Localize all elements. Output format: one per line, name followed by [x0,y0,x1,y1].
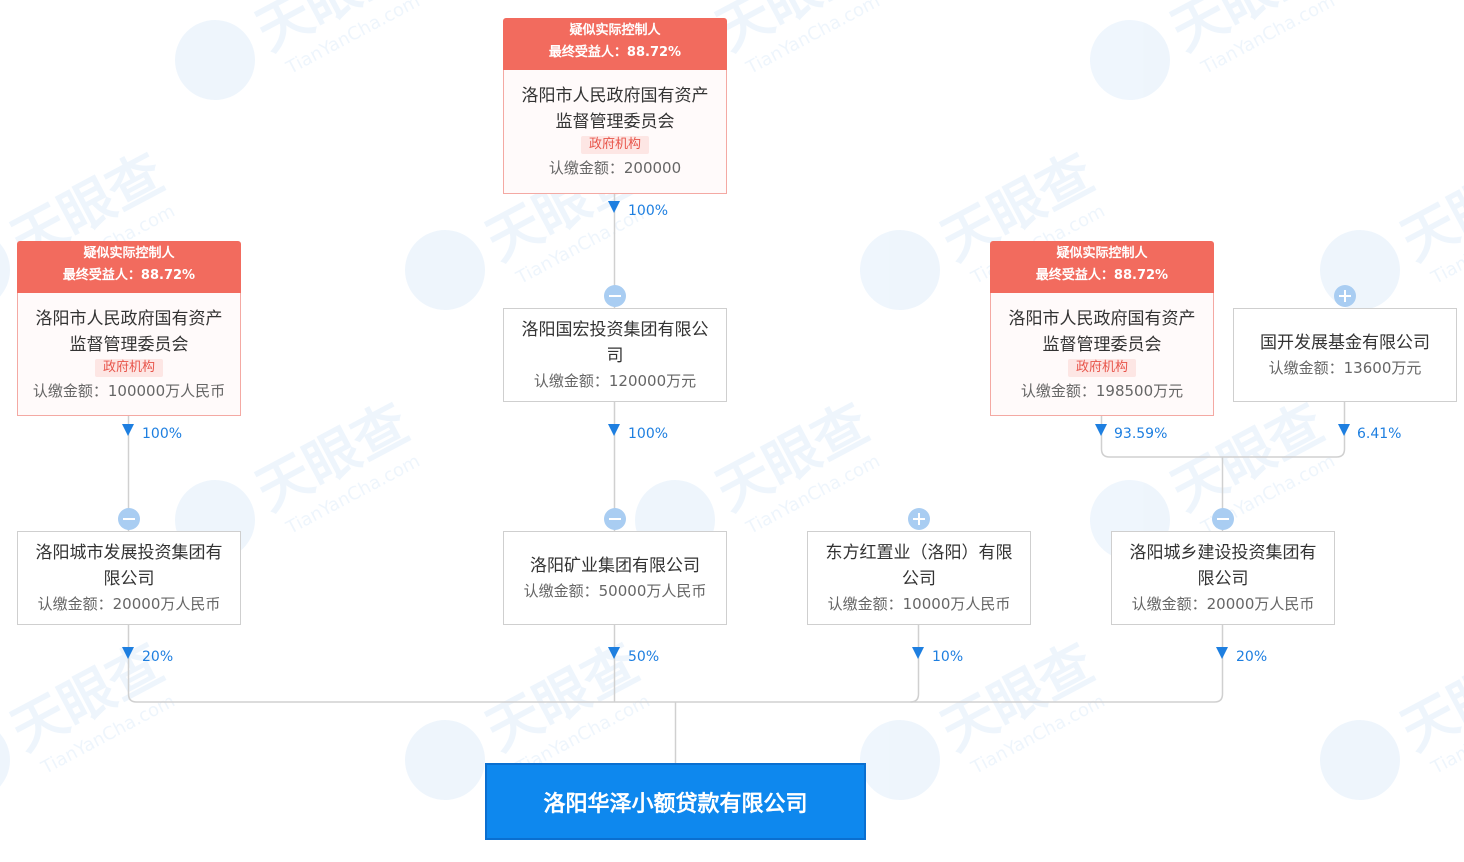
percentage-label: 20% [1236,649,1268,665]
controller-badge-line1: 疑似实际控制人 [1056,246,1148,261]
percentage-label: 93.59% [1114,426,1168,442]
percentage-label: 100% [142,426,183,442]
watermark-logo-text: 天眼查 [1161,0,1334,63]
percentage-label: 10% [932,649,964,665]
collapse-icon[interactable] [1212,508,1234,530]
percentage-label: 100% [628,203,669,219]
arrow-down-icon [122,647,134,659]
watermark-url-text: TianYanCha.com [37,691,178,780]
node-amount: 认缴金额：120000万元 [533,372,697,390]
node-amount: 认缴金额：100000万人民币 [32,381,226,400]
percentage-label: 50% [628,649,660,665]
watermark-logo-icon [405,230,485,310]
controller-badge-gov-top: 疑似实际控制人 最终受益人：88.72% [503,18,727,76]
target-company-name[interactable]: 洛阳华泽小额贷款有限公司 [543,791,808,817]
controller-badge-gov-left: 疑似实际控制人 最终受益人：88.72% [17,241,241,299]
collapse-icon[interactable] [604,285,626,307]
percentage-label: 6.41% [1357,426,1402,442]
watermark-url-text: TianYanCha.com [1197,0,1338,79]
node-amount: 认缴金额：10000万人民币 [827,595,1011,613]
watermark-logo-text: 天眼查 [476,631,649,763]
gov-agency-tag: 政府机构 [1067,358,1136,377]
shareholder-node-gov-top[interactable]: 洛阳市人民政府国有资产监督管理委员会 政府机构 认缴金额：200000 [503,70,727,194]
node-amount: 认缴金额：200000 [548,159,682,177]
watermark-logo-icon [1090,19,1170,100]
company-node-guokai[interactable]: 国开发展基金有限公司 认缴金额：13600万元 [1233,308,1457,402]
watermark-logo-text: 天眼查 [1391,631,1464,763]
arrow-down-icon [1216,647,1228,659]
node-name[interactable]: 洛阳市人民政府国有资产监督管理委员会 [521,86,709,132]
controller-badge-line2: 最终受益人：88.72% [548,45,682,60]
node-name[interactable]: 东方红置业（洛阳）有限公司 [825,543,1013,589]
node-name[interactable]: 洛阳国宏投资集团有限公司 [521,320,709,366]
watermark-logo-text: 天眼查 [246,0,419,63]
controller-badge-line1: 疑似实际控制人 [83,246,175,261]
arrow-down-icon [1095,424,1107,436]
node-amount: 认缴金额：50000万人民币 [523,582,707,600]
company-node-chengfa[interactable]: 洛阳城市发展投资集团有限公司 认缴金额：20000万人民币 [17,531,241,625]
watermark-url-text: TianYanCha.com [742,451,883,540]
shareholder-node-gov-left[interactable]: 洛阳市人民政府国有资产监督管理委员会 政府机构 认缴金额：100000万人民币 [17,293,241,416]
arrow-down-icon [122,424,134,436]
gov-agency-tag: 政府机构 [94,358,163,377]
watermark-logo-icon [175,19,255,100]
node-name[interactable]: 洛阳市人民政府国有资产监督管理委员会 [35,308,223,355]
watermark-logo-icon [1320,720,1400,800]
arrow-down-icon [608,647,620,659]
percentage-label: 100% [628,426,669,442]
node-amount: 认缴金额：198500万元 [1020,381,1184,400]
collapse-icon[interactable] [118,508,140,530]
watermark-url-text: TianYanCha.com [1427,691,1464,780]
arrow-down-icon [608,424,620,436]
node-amount: 认缴金额：20000万人民币 [1131,595,1315,613]
controller-badge-gov-right: 疑似实际控制人 最终受益人：88.72% [990,241,1214,299]
node-amount: 认缴金额：13600万元 [1268,359,1422,377]
target-company-node[interactable]: 洛阳华泽小额贷款有限公司 [485,763,866,840]
watermark-logo-icon [0,720,11,800]
shareholder-node-gov-right[interactable]: 洛阳市人民政府国有资产监督管理委员会 政府机构 认缴金额：198500万元 [990,293,1214,416]
company-node-dongfang[interactable]: 东方红置业（洛阳）有限公司 认缴金额：10000万人民币 [807,531,1031,625]
watermark-logo-icon [405,720,485,800]
collapse-icon[interactable] [604,508,626,530]
company-node-guohong[interactable]: 洛阳国宏投资集团有限公司 认缴金额：120000万元 [503,308,727,402]
expand-icon[interactable] [908,508,930,530]
controller-badge-line2: 最终受益人：88.72% [1035,268,1169,283]
watermark-logo-text: 天眼查 [706,0,879,63]
node-name[interactable]: 洛阳城市发展投资集团有限公司 [35,543,223,589]
arrow-down-icon [608,201,620,213]
company-node-kuangye[interactable]: 洛阳矿业集团有限公司 认缴金额：50000万人民币 [503,531,727,625]
watermark-url-text: TianYanCha.com [967,691,1108,780]
watermark-url-text: TianYanCha.com [742,0,883,79]
node-name[interactable]: 洛阳市人民政府国有资产监督管理委员会 [1008,308,1196,355]
watermark-logo-icon [860,230,940,310]
watermark-logo-text: 天眼查 [706,391,879,523]
watermark-logo-text: 天眼查 [246,391,419,523]
node-name[interactable]: 国开发展基金有限公司 [1260,333,1430,353]
watermark-url-text: TianYanCha.com [282,0,423,79]
watermark-url-text: TianYanCha.com [282,451,423,540]
arrow-down-icon [1338,424,1350,436]
company-node-chengxiang[interactable]: 洛阳城乡建设投资集团有限公司 认缴金额：20000万人民币 [1111,531,1335,625]
controller-badge-line1: 疑似实际控制人 [569,23,661,38]
node-amount: 认缴金额：20000万人民币 [37,595,221,613]
gov-agency-tag: 政府机构 [580,136,649,154]
percentage-label: 20% [142,649,174,665]
watermark-url-text: TianYanCha.com [1427,201,1464,290]
node-name[interactable]: 洛阳矿业集团有限公司 [530,556,700,576]
expand-icon[interactable] [1334,285,1356,307]
controller-badge-line2: 最终受益人：88.72% [62,268,196,283]
arrow-down-icon [912,647,924,659]
watermark-logo-text: 天眼查 [1391,141,1464,273]
node-name[interactable]: 洛阳城乡建设投资集团有限公司 [1129,543,1317,589]
